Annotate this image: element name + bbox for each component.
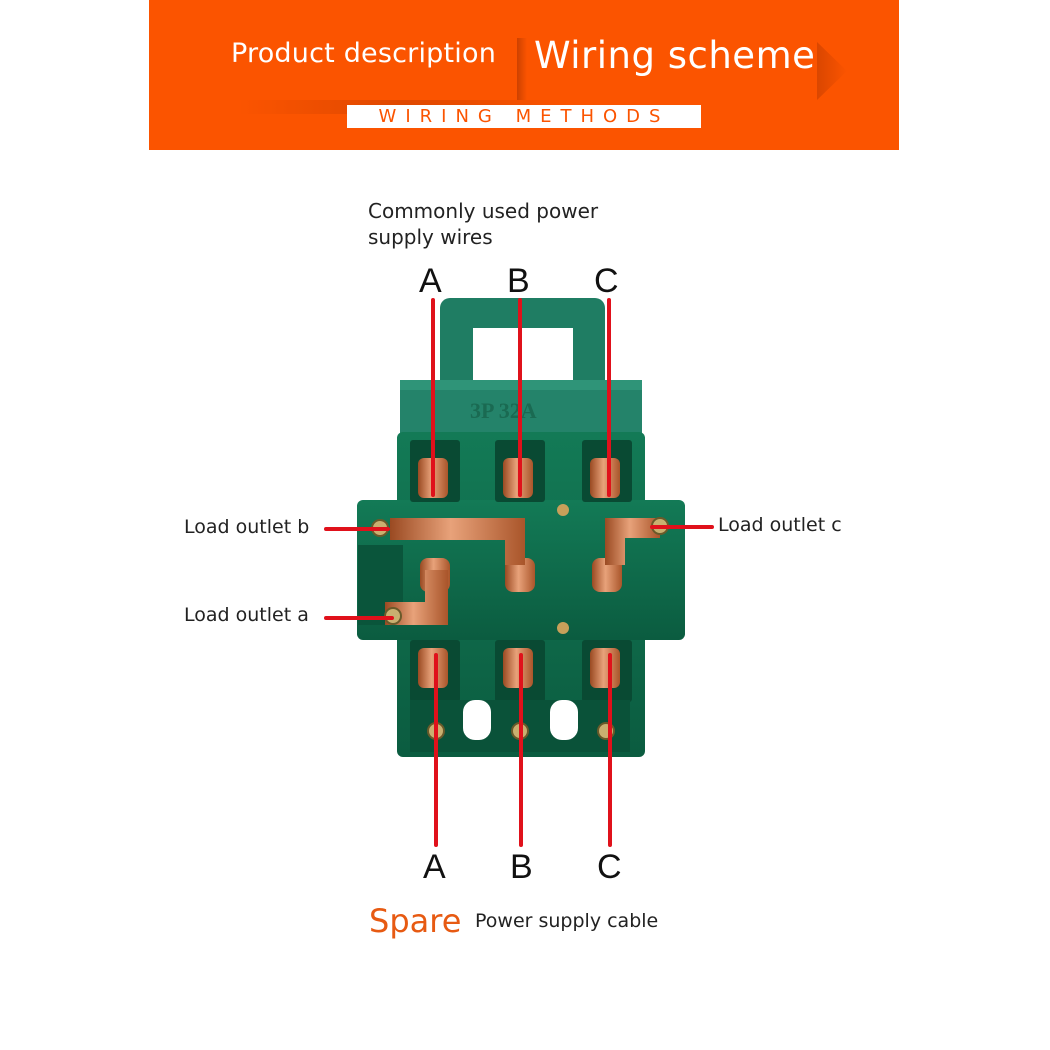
- busbars: [385, 518, 660, 625]
- phase-b-bottom: B: [510, 848, 533, 886]
- bottom-contacts: [418, 648, 620, 688]
- top-contacts: [418, 458, 620, 498]
- phase-c-top: C: [594, 262, 619, 300]
- phase-c-bottom: C: [597, 848, 622, 886]
- load-outlet-a-label: Load outlet a: [184, 604, 309, 626]
- banner-divider: [517, 38, 527, 100]
- phase-a-top: A: [419, 262, 442, 300]
- load-outlet-c-label: Load outlet c: [718, 514, 842, 536]
- product-description-title: Product description: [231, 38, 497, 69]
- phase-a-bottom: A: [423, 848, 446, 886]
- load-outlet-b-label: Load outlet b: [184, 516, 310, 538]
- header-banner: Product description Wiring scheme WIRING…: [149, 0, 899, 150]
- phase-b-top: B: [507, 262, 530, 300]
- spare-label: Spare: [369, 902, 462, 940]
- commonly-used-caption: Commonly used power supply wires: [368, 198, 668, 250]
- caption-line-2: supply wires: [368, 225, 493, 249]
- rating-mark: 3P 32A: [470, 398, 537, 423]
- fuse-handle: 3P 32A: [400, 298, 642, 438]
- power-supply-cable-label: Power supply cable: [475, 910, 659, 932]
- wire-lines: [324, 298, 714, 847]
- wiring-scheme-title: Wiring scheme: [534, 34, 816, 77]
- wiring-methods-subtitle: WIRING METHODS: [347, 105, 701, 128]
- caption-line-1: Commonly used power: [368, 199, 599, 223]
